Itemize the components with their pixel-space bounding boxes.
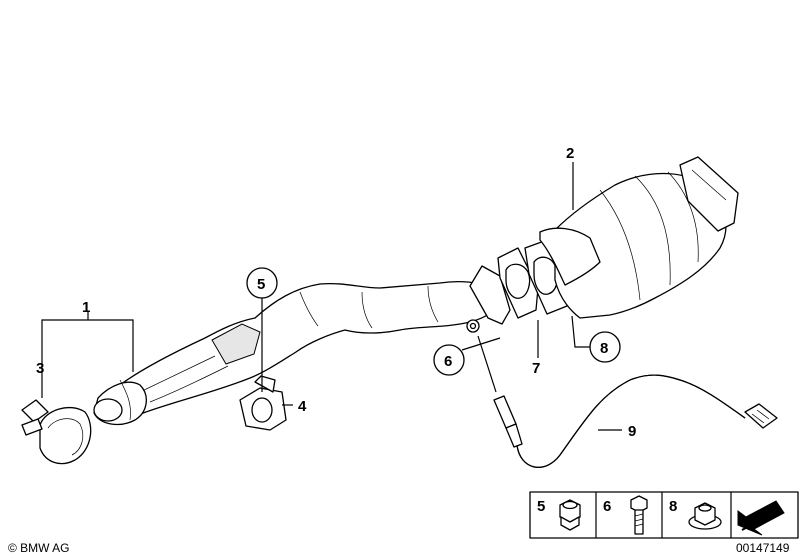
flange-nut-icon bbox=[688, 502, 722, 530]
callout-4: 4 bbox=[298, 398, 307, 415]
callout-9: 9 bbox=[628, 423, 636, 440]
callout-2: 2 bbox=[566, 145, 574, 162]
legend-number-6: 6 bbox=[603, 498, 611, 515]
mounting-bracket bbox=[239, 375, 287, 431]
callout-1: 1 bbox=[82, 299, 90, 316]
callout-8: 8 bbox=[600, 340, 608, 357]
oxygen-sensor bbox=[493, 374, 778, 468]
pipe-clamp bbox=[21, 399, 92, 465]
legend-number-5: 5 bbox=[537, 498, 545, 515]
callout-5: 5 bbox=[257, 276, 265, 293]
front-pipe bbox=[93, 265, 511, 426]
image-number: 00147149 bbox=[736, 541, 790, 555]
copyright-text: © BMW AG bbox=[8, 541, 70, 555]
arrow-icon bbox=[737, 500, 785, 536]
callout-7: 7 bbox=[532, 360, 540, 377]
callout-3: 3 bbox=[36, 360, 44, 377]
fastener-legend: 5 6 8 bbox=[529, 491, 799, 539]
callout-6-circle bbox=[433, 344, 465, 376]
leader-lines bbox=[41, 162, 622, 431]
callouts: 1 2 3 4 5 6 7 8 9 bbox=[36, 145, 636, 440]
catalytic-converter bbox=[539, 156, 739, 319]
callout-8-circle bbox=[589, 331, 621, 363]
hex-bolt-icon bbox=[630, 495, 648, 535]
callout-6: 6 bbox=[444, 353, 452, 370]
legend-number-8: 8 bbox=[669, 498, 677, 515]
callout-5-circle bbox=[246, 267, 278, 299]
hex-nut-icon bbox=[559, 499, 581, 531]
